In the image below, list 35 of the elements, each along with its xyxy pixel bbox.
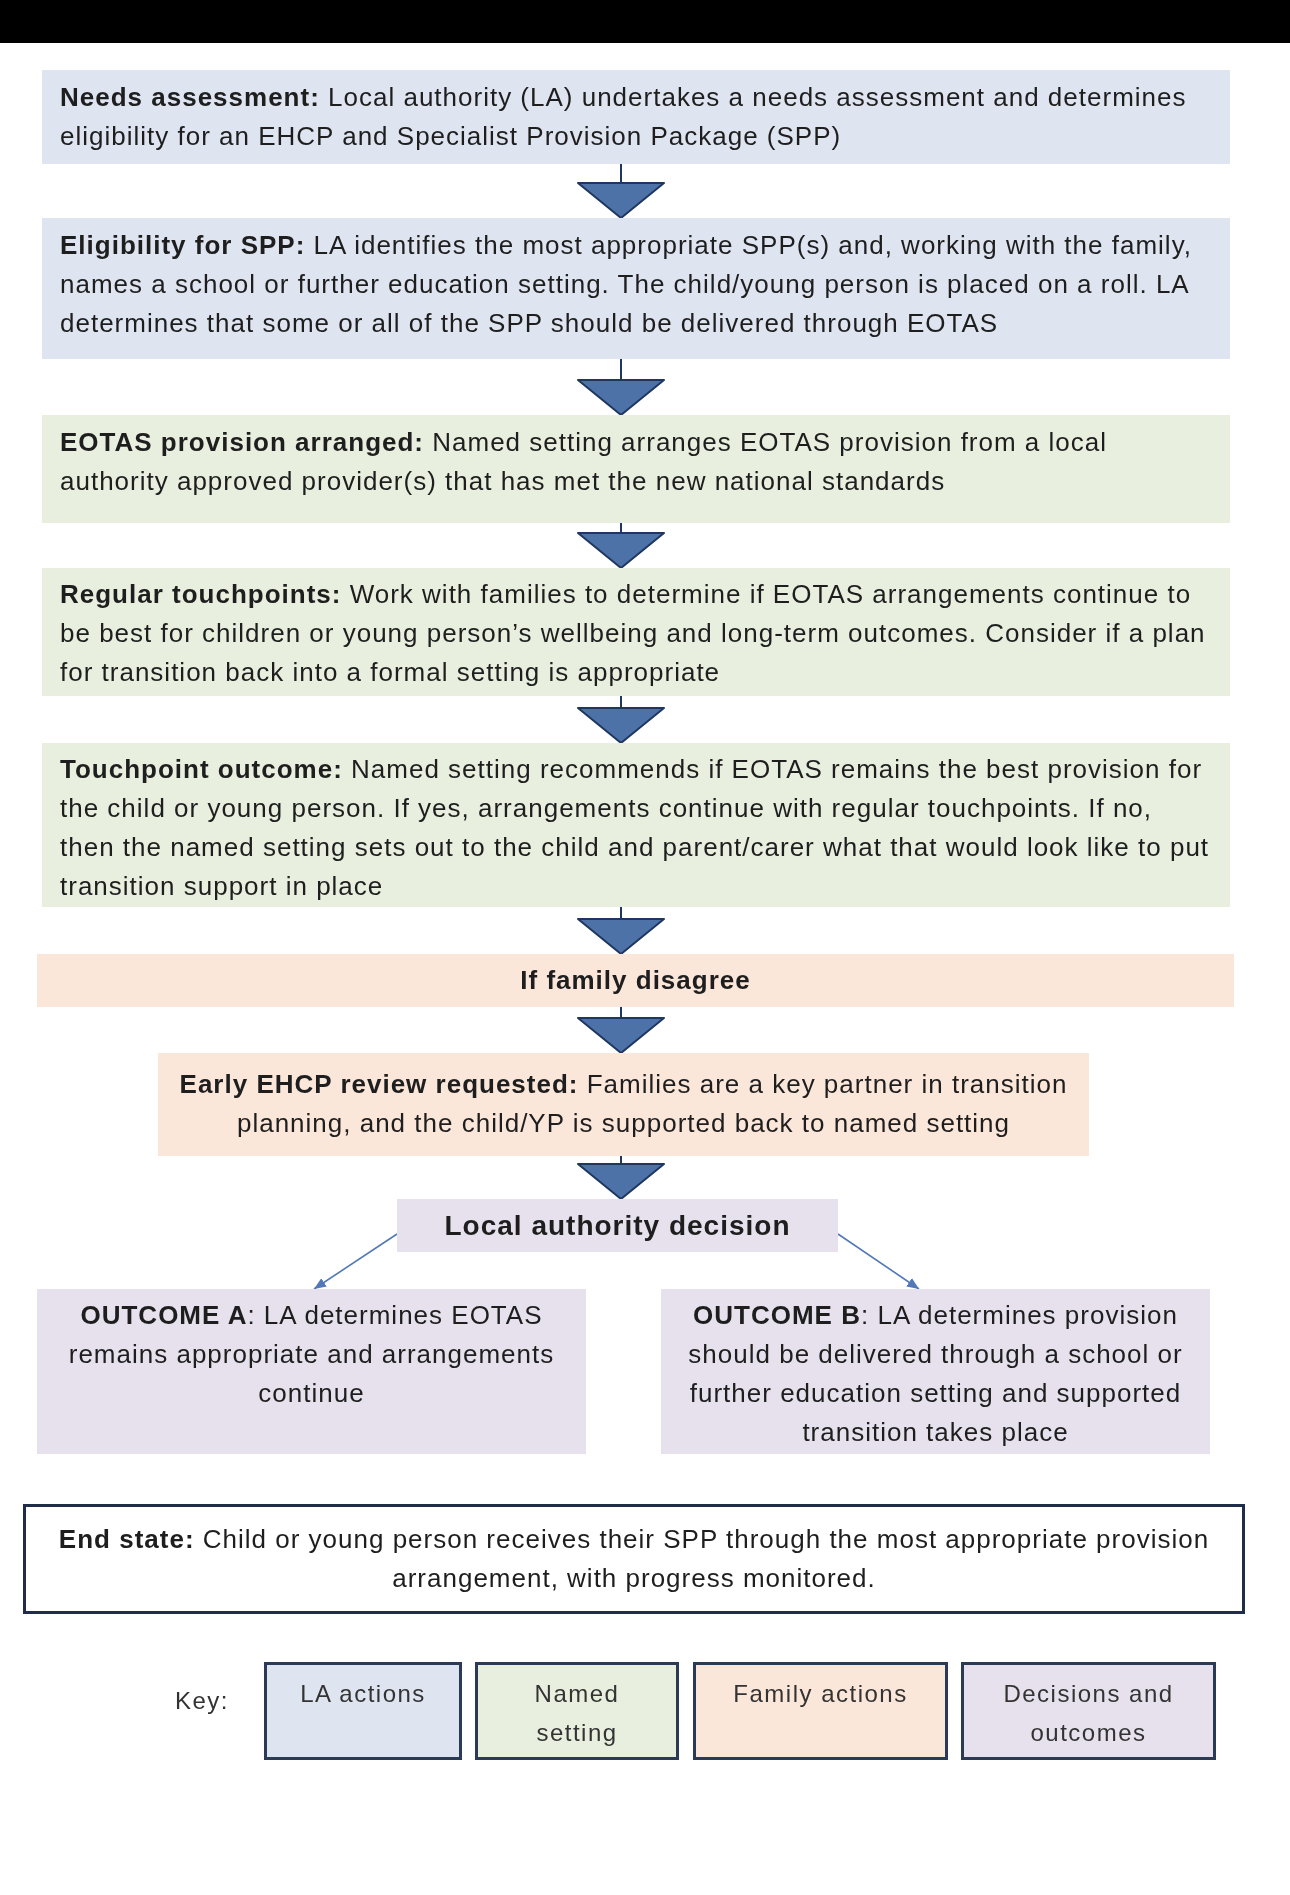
step-text: Early EHCP review requested: Families are a key partner in transition planning, and the child/YP is supported back to named setting <box>178 1068 1069 1140</box>
outcome-box <box>37 1289 586 1454</box>
legend-item: Named setting <box>475 1662 679 1760</box>
step-text: End state: Child or young person receives their SPP through the most appropriate provision arrangement, with progress monitored. <box>57 1523 1211 1595</box>
step-text: OUTCOME B: LA determines provision should be delivered through a school or further education setting and supported transition takes place <box>687 1299 1184 1449</box>
step-text: EOTAS provision arranged: Named setting arranges EOTAS provision from a local authority approved provider(s) that has met the new national standards <box>60 426 1109 498</box>
legend-item: Decisions and outcomes <box>961 1662 1216 1760</box>
condition-box <box>37 954 1234 1007</box>
legend-item: LA actions <box>264 1662 462 1760</box>
step-box <box>42 70 1230 164</box>
arrow <box>577 695 665 744</box>
key-label: Key: <box>175 1686 230 1716</box>
arrow <box>837 1233 920 1290</box>
step-text: Local authority decision <box>443 1209 792 1243</box>
step-box <box>158 1053 1089 1156</box>
decision-box <box>397 1199 838 1252</box>
legend-item: Family actions <box>693 1662 948 1760</box>
step-box <box>42 415 1230 523</box>
arrow <box>577 1155 665 1200</box>
step-text: Regular touchpoints: Work with families to determine if EOTAS arrangements continue to be best for children or young person’s wellbeing and long-term outcomes. Consider if a plan for transition back into a formal setting is appropriate <box>60 578 1207 689</box>
arrow <box>313 1233 398 1290</box>
step-text: Eligibility for SPP: LA identifies the most appropriate SPP(s) and, working with the family, names a school or further education setting. The child/young person is placed on a roll. LA determines that some or all of the SPP should be delivered through EOTAS <box>60 229 1193 340</box>
arrow <box>577 358 665 416</box>
step-box <box>42 218 1230 359</box>
step-text: Needs assessment: Local authority (LA) undertakes a needs assessment and determines eligibility for an EHCP and Specialist Provision Package (SPP) <box>60 81 1188 153</box>
arrow <box>577 522 665 569</box>
step-box <box>42 568 1230 696</box>
arrow <box>577 906 665 955</box>
end-state-box <box>23 1504 1245 1614</box>
step-text: Touchpoint outcome: Named setting recommends if EOTAS remains the best provision for the child or young person. If yes, arrangements continue with regular touchpoints. If no, then the named setting sets out to the child and parent/carer what that would look like to put transition support in place <box>60 753 1211 903</box>
outcome-box <box>661 1289 1210 1454</box>
step-text: If family disagree <box>519 964 752 997</box>
arrow <box>577 1006 665 1054</box>
step-text: OUTCOME A: LA determines EOTAS remains appropriate and arrangements continue <box>67 1299 556 1410</box>
arrow <box>577 163 665 219</box>
